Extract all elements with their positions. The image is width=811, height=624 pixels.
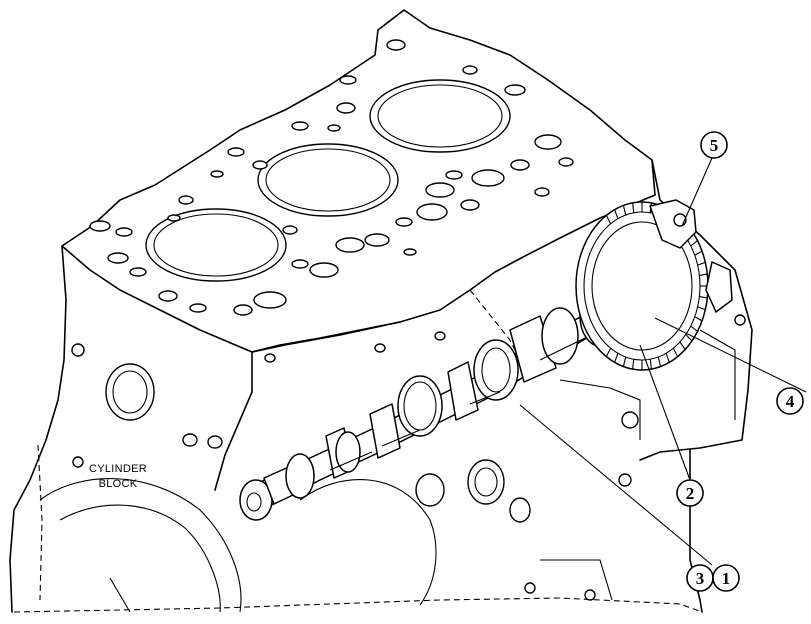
gear-tooth [690,325,698,332]
gear-tooth [685,334,693,342]
callout-2-label: 2 [686,484,695,503]
gear-tooth [694,250,703,256]
gear-tooth [657,356,662,367]
callout-3-label: 3 [696,569,705,588]
gear-tooth [690,240,698,247]
gear-tooth [697,261,706,266]
callout-4: 4 [776,387,804,415]
gear-tooth [672,348,679,357]
callout-1: 1 [712,564,740,592]
block-front-features [39,293,746,613]
gear-tooth [699,273,708,277]
gear-tooth [605,215,612,224]
gear-tooth [679,341,686,350]
gear-tooth [632,202,635,213]
gear-tooth [665,353,670,363]
callout-5-label: 5 [710,136,719,155]
cylinder-block-label-line1: CYLINDER [89,463,147,475]
callout-leaders [519,157,807,566]
callout-3: 3 [686,564,714,592]
gear-tooth [699,295,708,299]
deck-holes [89,39,574,316]
cylinder-block-label-line2: BLOCK [99,478,138,490]
gear-tooth [614,353,619,363]
callout-2: 2 [676,479,704,507]
cam-lobes [285,285,621,499]
gear-tooth [622,205,627,216]
gear-tooth [632,359,635,370]
callout-5: 5 [700,131,728,159]
gear-tooth [694,316,703,322]
camshaft-gear [575,199,733,371]
callout-4-label: 4 [786,392,795,411]
gear-tooth [614,209,619,219]
gear-tooth [622,356,627,367]
gear-tooth [605,348,612,357]
gear-tooth [649,359,652,370]
callout-1-label: 1 [722,569,731,588]
gear-tooth [697,306,706,311]
